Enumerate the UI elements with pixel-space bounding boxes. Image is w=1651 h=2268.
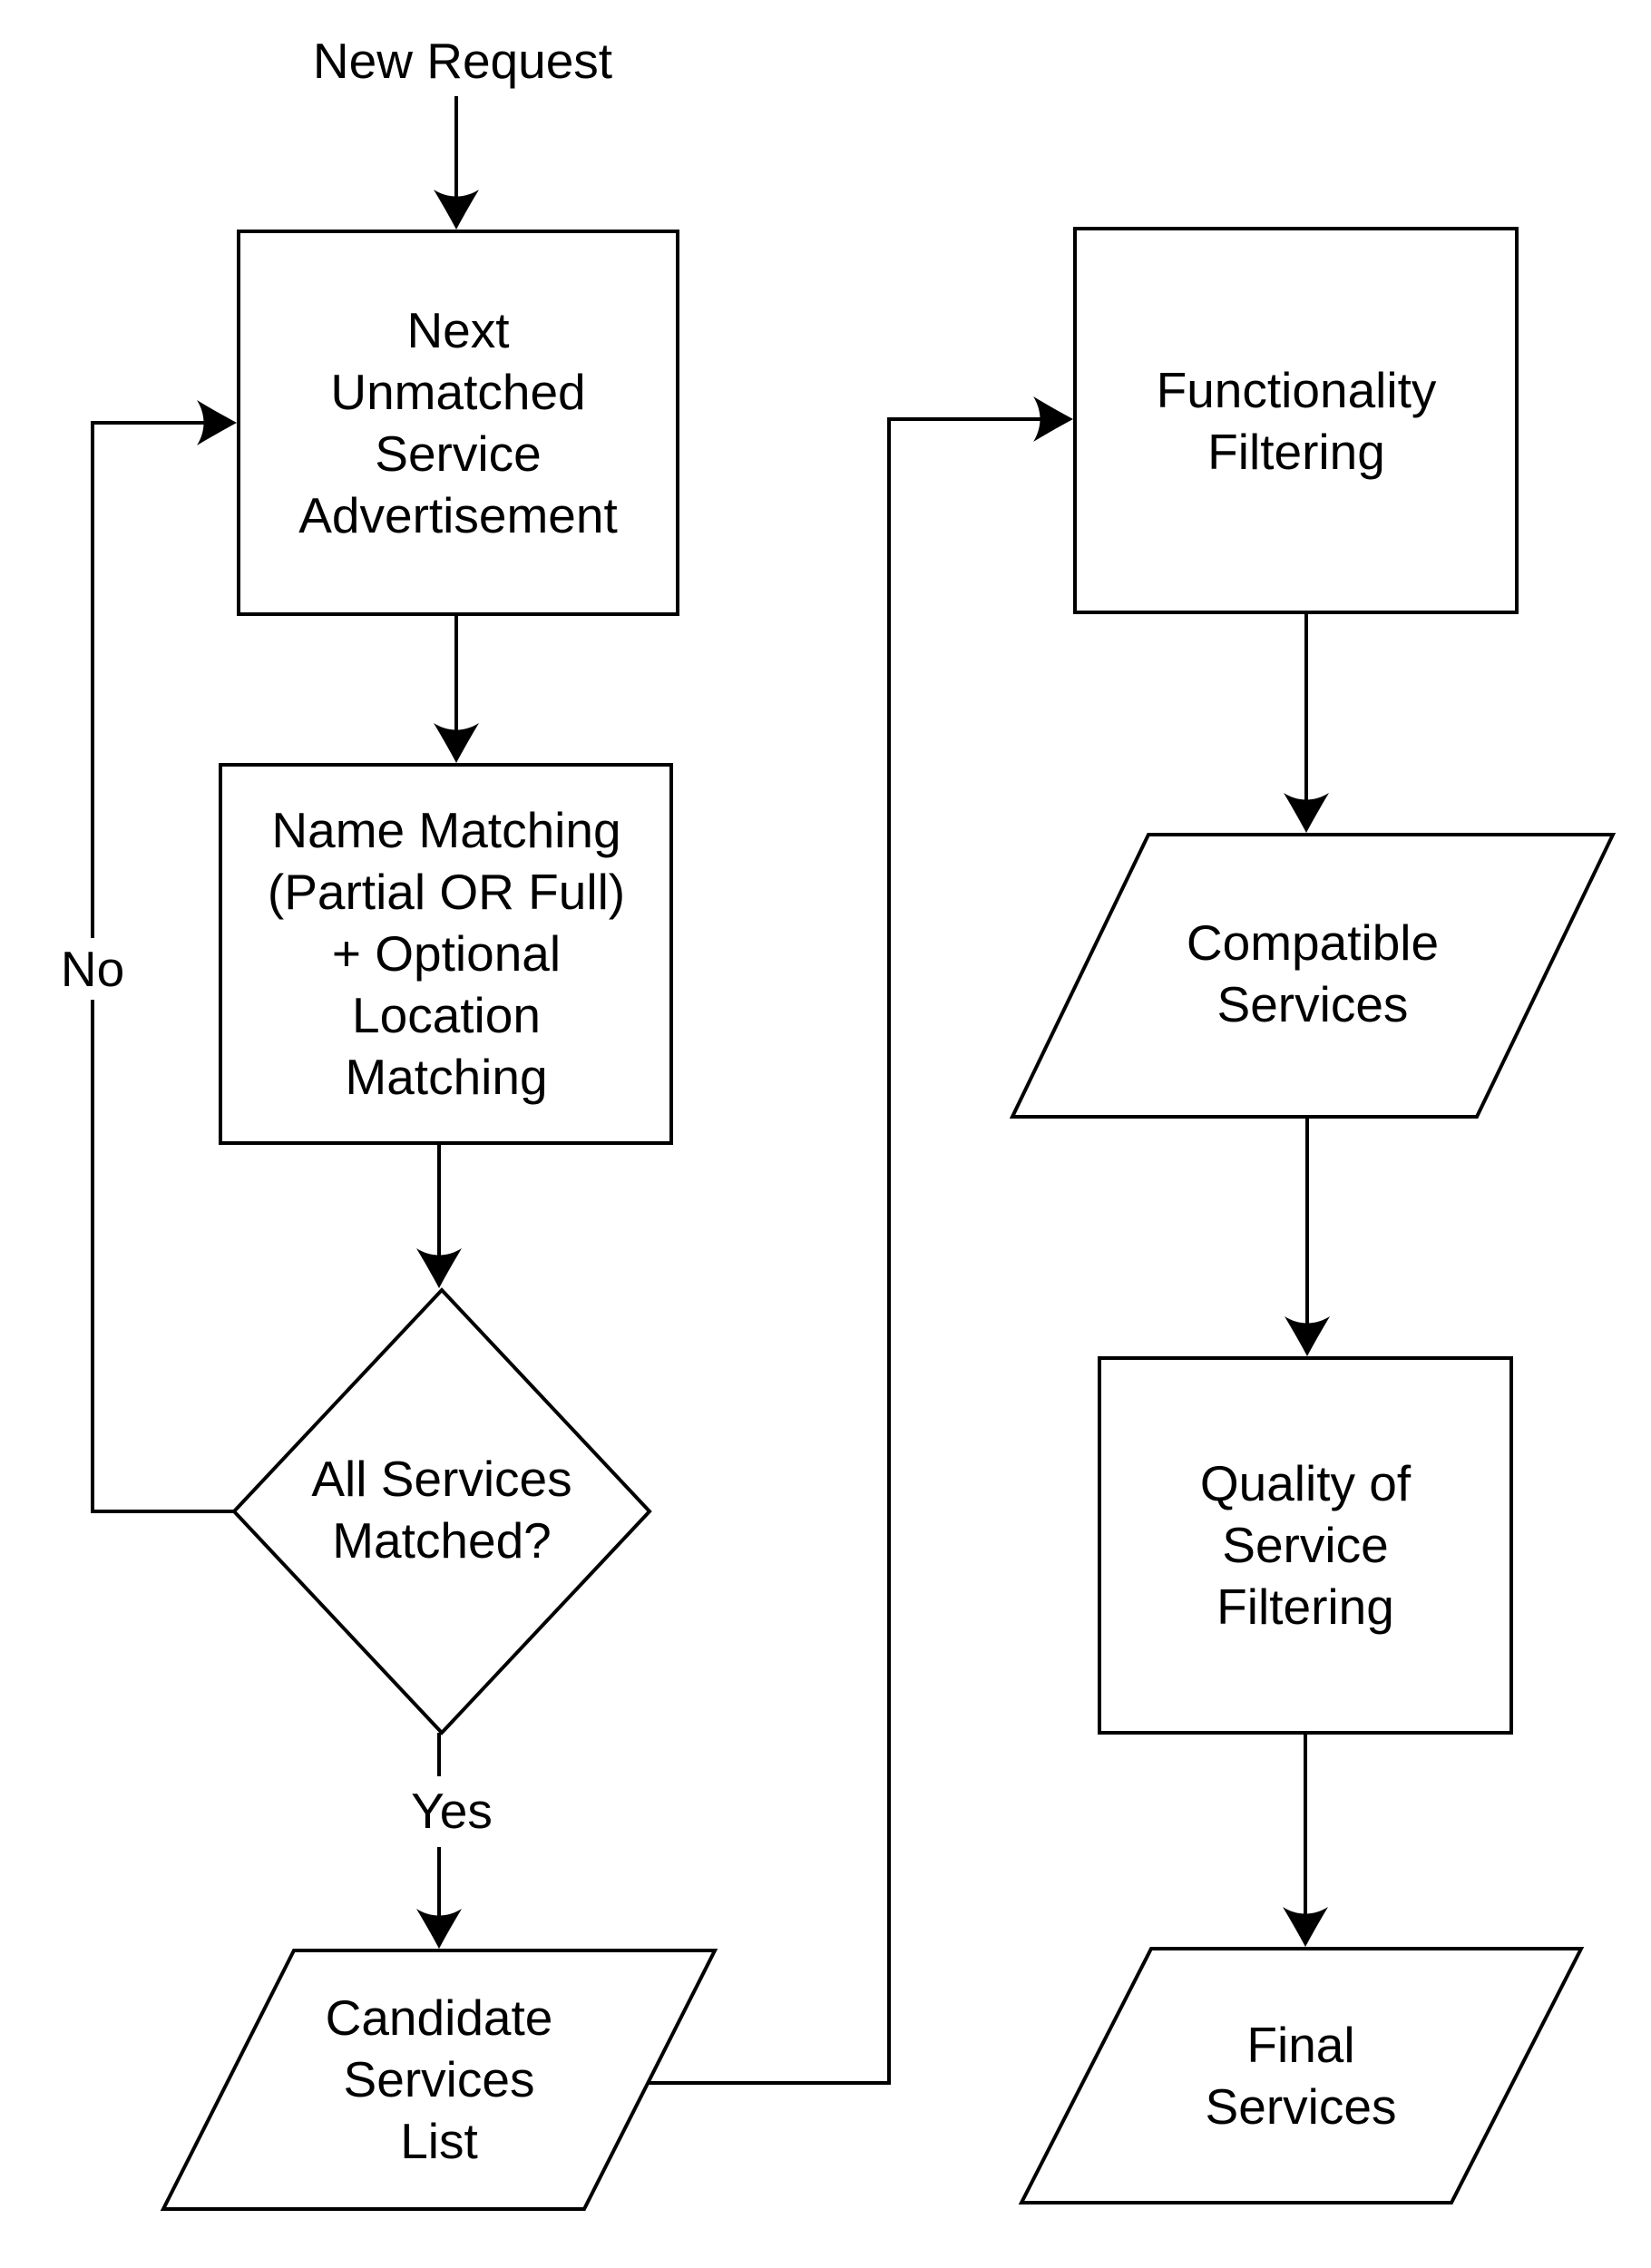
compatible-services-label: Compatible Services xyxy=(1186,914,1440,1032)
node-final-services-parallelogram xyxy=(1018,1947,1585,2204)
candidate-services-list-label: Candidate Services List xyxy=(325,1989,553,2169)
name-matching-label: Name Matching (Partial OR Full) + Option… xyxy=(267,802,626,1105)
no-branch-label: No xyxy=(51,938,134,1000)
yes-branch-label: Yes xyxy=(402,1780,502,1842)
all-services-matched-label: All Services Matched? xyxy=(311,1451,572,1569)
arrowhead-into-candidate-list xyxy=(416,1909,462,1949)
arrowhead-into-compatible-services xyxy=(1284,793,1329,833)
final-services-label: Final Services xyxy=(1205,2017,1397,2135)
qos-filtering-label: Quality of Service Filtering xyxy=(1199,1455,1412,1635)
node-candidate-services-parallelogram xyxy=(160,1949,718,2211)
node-qos-filtering-box xyxy=(1098,1356,1513,1735)
edge-candidate-list-to-functionality xyxy=(646,417,1043,2085)
arrowhead-into-final-services xyxy=(1283,1907,1328,1947)
next-unmatched-advertisement-label: Next Unmatched Service Advertisement xyxy=(298,302,618,543)
start-label: New Request xyxy=(312,33,613,89)
node-compatible-services-parallelogram xyxy=(1009,833,1617,1119)
node-functionality-filtering-box xyxy=(1073,227,1519,614)
arrowhead-into-name-matching xyxy=(434,723,479,763)
arrowhead-into-functionality-filtering xyxy=(1033,396,1073,442)
arrowhead-no-loop-into-advertisement xyxy=(197,400,237,445)
node-next-unmatched-advertisement-box xyxy=(237,230,679,616)
arrowhead-into-decision xyxy=(416,1248,462,1288)
arrowhead-into-qos-filtering xyxy=(1285,1316,1330,1356)
node-all-services-matched-diamond xyxy=(231,1287,652,1735)
node-name-matching-box xyxy=(219,763,673,1145)
functionality-filtering-label: Functionality Filtering xyxy=(1156,362,1437,480)
arrowhead-into-advertisement-top xyxy=(434,190,479,230)
